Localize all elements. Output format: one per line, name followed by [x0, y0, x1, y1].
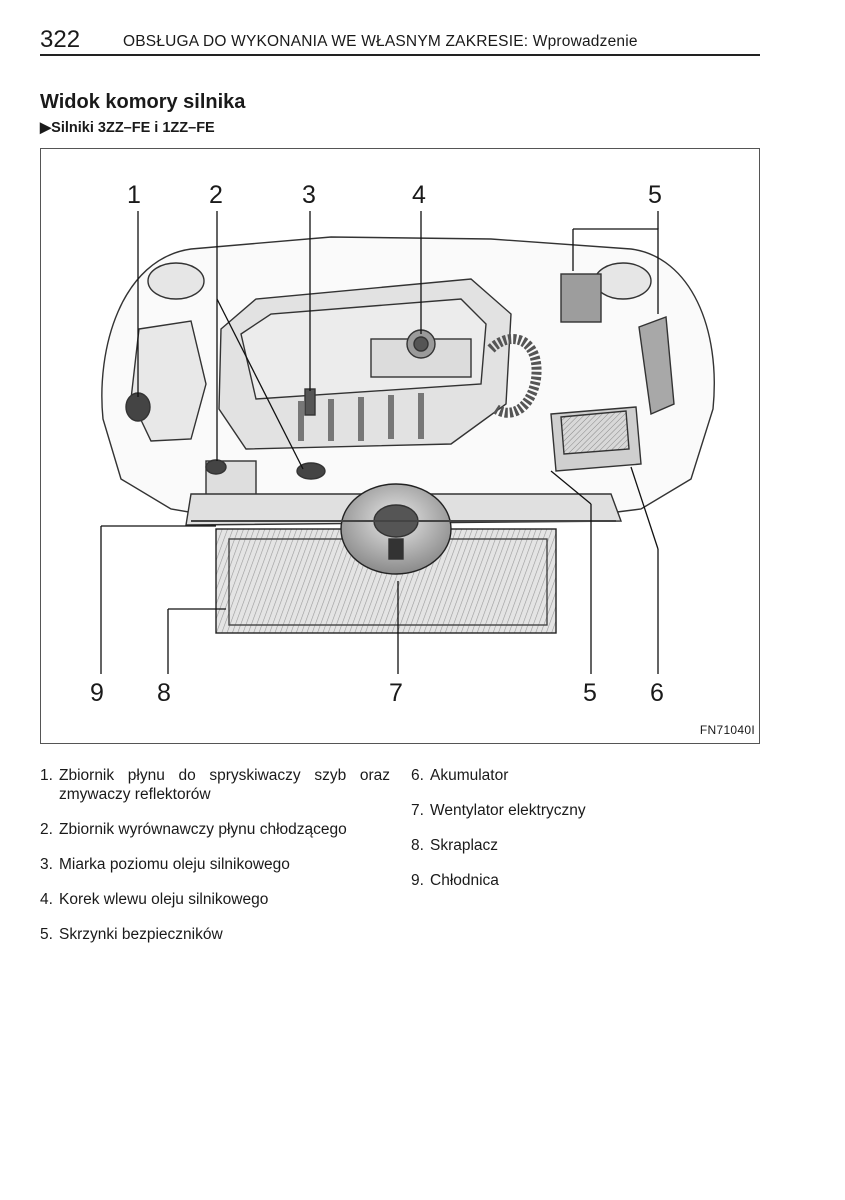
legend-right-column: 6. Akumulator 7. Wentylator elektryczny …: [411, 766, 751, 906]
legend-item: 3. Miarka poziomu oleju silnikowego: [40, 855, 390, 874]
engine-bay-illustration: [100, 211, 715, 674]
legend-item: 4. Korek wlewu oleju silnikowego: [40, 890, 390, 909]
subsection-title: Silniki 3ZZ–FE i 1ZZ–FE: [51, 120, 215, 136]
legend-number: 2.: [40, 821, 53, 838]
engine-bay-figure: 1 2 3 4 5 9 8 7 5 6 FN71040I: [40, 148, 760, 744]
legend-item: 5. Skrzynki bezpieczników: [40, 925, 390, 944]
callout-8: 8: [157, 679, 171, 707]
callout-6: 6: [650, 679, 664, 707]
legend-item: 6. Akumulator: [411, 766, 751, 785]
legend-text: Miarka poziomu oleju silnikowego: [59, 856, 290, 873]
legend-text: Zbiornik wyrównawczy płynu chłodzącego: [59, 821, 347, 838]
callout-5-bottom: 5: [583, 679, 597, 707]
subsection-heading: ▶Silniki 3ZZ–FE i 1ZZ–FE: [40, 120, 215, 136]
legend-text: Korek wlewu oleju silnikowego: [59, 891, 269, 908]
legend-number: 8.: [411, 837, 424, 854]
triangle-marker-icon: ▶: [40, 120, 52, 136]
legend-text: Skrzynki bezpieczników: [59, 926, 223, 943]
callout-4: 4: [412, 181, 426, 209]
legend-item: 2. Zbiornik wyrównawczy płynu chłodząceg…: [40, 820, 390, 839]
callout-7: 7: [389, 679, 403, 707]
legend-text: Akumulator: [430, 767, 509, 784]
legend-text: Skraplacz: [430, 837, 499, 854]
callout-5-top: 5: [648, 181, 662, 209]
page-number: 322: [40, 26, 81, 53]
callout-2: 2: [209, 181, 223, 209]
legend-text: Wentylator elektryczny: [430, 802, 586, 819]
callout-3: 3: [302, 181, 316, 209]
legend-number: 5.: [40, 926, 53, 943]
figure-code: FN71040I: [699, 723, 755, 737]
legend-text: Zbiornik płynu do spryskiwaczy szyb oraz…: [59, 767, 390, 803]
running-title: OBSŁUGA DO WYKONANIA WE WŁASNYM ZAKRESIE…: [123, 33, 638, 50]
page-header: 322 OBSŁUGA DO WYKONANIA WE WŁASNYM ZAKR…: [40, 24, 760, 56]
legend-item: 1. Zbiornik płynu do spryskiwaczy szyb o…: [40, 766, 390, 804]
legend-item: 9. Chłodnica: [411, 871, 751, 890]
legend-number: 7.: [411, 802, 424, 819]
legend-item: 7. Wentylator elektryczny: [411, 801, 751, 820]
section-title: Widok komory silnika: [40, 91, 246, 113]
legend-number: 1.: [40, 767, 53, 784]
legend-left-column: 1. Zbiornik płynu do spryskiwaczy szyb o…: [40, 766, 390, 960]
legend-text: Chłodnica: [430, 872, 499, 889]
legend-number: 6.: [411, 767, 424, 784]
legend-number: 9.: [411, 872, 424, 889]
legend-number: 4.: [40, 891, 53, 908]
callout-9: 9: [90, 679, 104, 707]
legend-number: 3.: [40, 856, 53, 873]
legend-item: 8. Skraplacz: [411, 836, 751, 855]
callout-1: 1: [127, 181, 141, 209]
